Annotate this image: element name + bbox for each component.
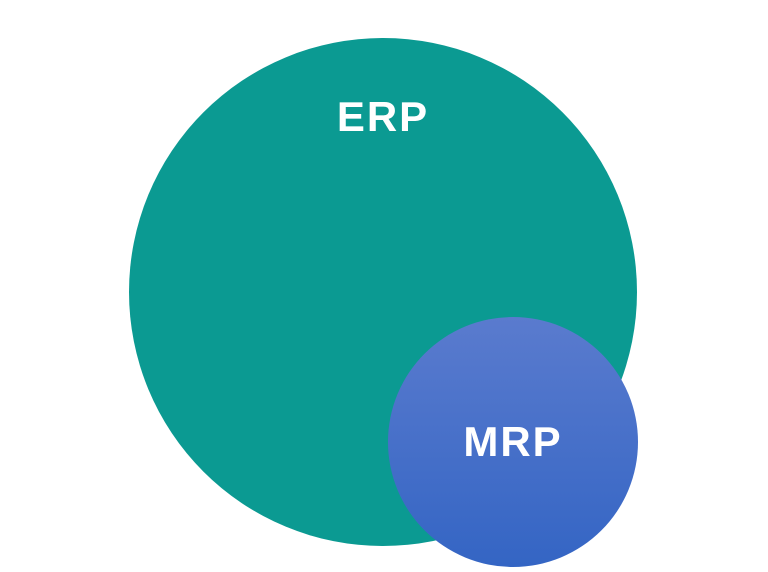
erp-circle: ERP MRP (129, 38, 638, 567)
mrp-circle: MRP (388, 317, 638, 567)
mrp-label: MRP (463, 418, 563, 465)
erp-label: ERP (336, 93, 430, 140)
